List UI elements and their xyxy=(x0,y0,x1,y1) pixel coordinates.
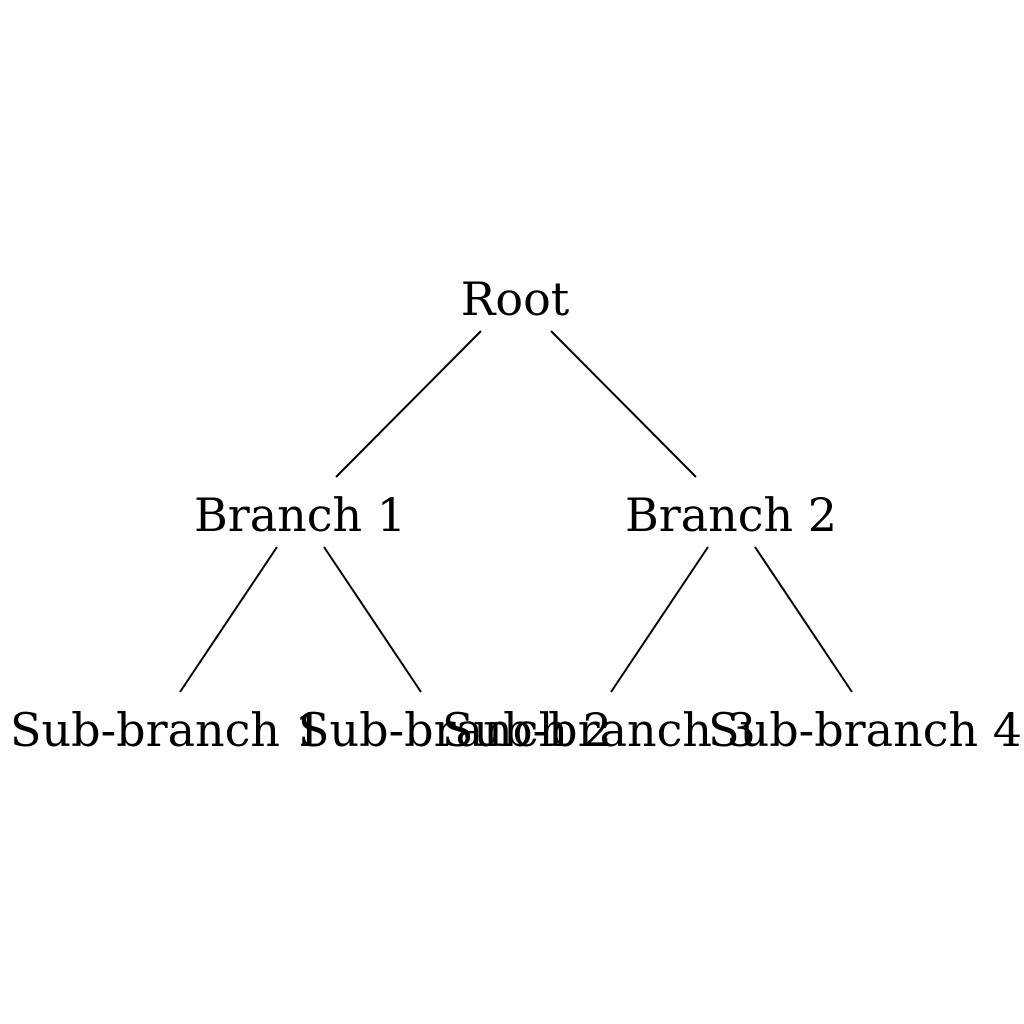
edge-root-branch-2 xyxy=(550,330,697,478)
node-sub-branch-3: Sub-branch 3 xyxy=(442,703,756,757)
edge-branch-2-sub-branch-3 xyxy=(610,546,709,693)
node-sub-branch-1: Sub-branch 1 xyxy=(10,703,324,757)
edge-branch-1-sub-branch-1 xyxy=(179,546,278,693)
edge-branch-1-sub-branch-2 xyxy=(323,546,422,693)
node-root: Root xyxy=(461,272,570,326)
node-branch-1: Branch 1 xyxy=(194,488,406,542)
node-sub-branch-4: Sub-branch 4 xyxy=(708,703,1022,757)
node-branch-2: Branch 2 xyxy=(625,488,837,542)
edge-root-branch-1 xyxy=(335,330,482,478)
node-sub-branch-2: Sub-branch 2 xyxy=(298,703,612,757)
edge-branch-2-sub-branch-4 xyxy=(754,546,853,693)
